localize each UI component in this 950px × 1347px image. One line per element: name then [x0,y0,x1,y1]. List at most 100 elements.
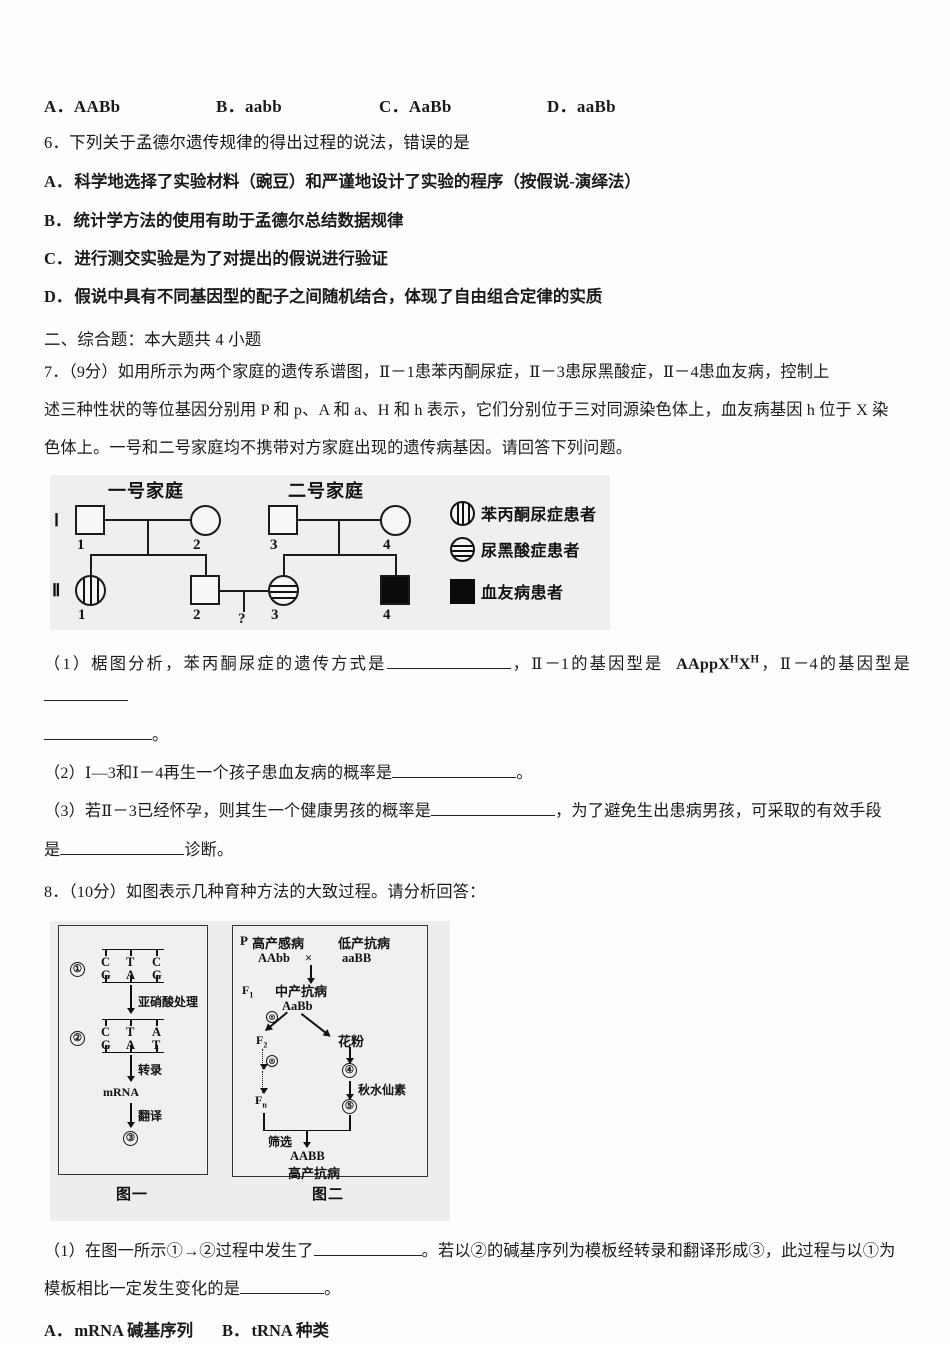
q5-option-a: A．AABb [44,92,216,117]
fig2-self-symbol-2: ⊗ [266,1054,278,1067]
q7-sub3-cont: 是诊断。 [44,834,910,866]
fig1-node-3: ③ [123,1130,138,1146]
q7-sub2: （2）Ⅰ—3和Ⅰ－4再生一个孩子患血友病的概率是。 [44,757,910,789]
fig1-dna1-top-base-2: T [126,954,135,969]
q7-sub3: （3）若Ⅱ－3已经怀孕，则其生一个健康男孩的概率是，为了避免生出患病男孩，可采取… [44,795,910,827]
fig2-parent1-genotype: AAbb [258,950,290,965]
fig1-dna1-tick4 [105,974,107,983]
q8-sub1-blank-2[interactable] [240,1277,325,1295]
fig2-dotted-arrow-2 [259,1070,268,1094]
fig1-dna1-tick2 [130,948,132,956]
figure-2-box [232,924,428,1177]
fig2-node-5: ⑤ [342,1098,357,1114]
sibship-line-family1 [90,553,206,556]
fig2-result-trait: 高产抗病 [288,1165,341,1181]
legend-item-hemophilia: 血友病患者 [450,578,564,604]
pedigree-id-I-4: 4 [383,536,391,553]
q5-option-c-label: C． [379,97,409,116]
pku-symbol-icon [450,500,475,526]
q5-option-a-label: A． [44,97,74,116]
fig2-merge-bar [263,1129,351,1132]
fig1-dna2-bottom-rail [102,1051,164,1054]
q6-choice-d-label: D． [44,287,73,307]
q8-sub1-text-b: 。若以②的碱基序列为模板经转录和翻译形成③，此过程与以①为 [421,1241,896,1260]
fig2-arrow-cross-to-f1 [307,964,314,984]
q5-option-d-text: aaBb [576,97,616,116]
q5-option-b: B．aabb [216,92,379,117]
q8-stem: 8．（10分）如图表示几种育种方法的大致过程。请分析回答： [44,883,486,902]
q8-choice-a-label: A． [44,1321,73,1341]
pedigree-id-II-2: 2 [193,606,201,623]
fig2-merge-left-drop [263,1112,265,1131]
q6-choice-a: A．科学地选择了实验材料（豌豆）和严谨地设计了实验的程序（按假说-演绎法） [44,166,910,197]
pedigree-id-I-2: 2 [193,536,201,553]
fig1-nitrous-label: 亚硝酸处理 [138,994,199,1009]
q7-stem-line2: 述三种性状的等位基因分别用 P 和 p、A 和 a、H 和 h 表示，它们分别位… [44,400,889,419]
pedigree-individual-I-4 [380,504,411,536]
sib-drop-II-2 [205,553,207,576]
q7-sub1-genotype: AAppXHXH [676,653,759,673]
fig2-f2-letter: F [256,1032,264,1047]
legend-label-alkaptonuria: 尿黑酸症患者 [481,543,581,561]
pedigree-individual-I-2 [190,504,221,536]
pedigree-individual-I-1 [75,504,105,535]
figure-2-caption: 图二 [312,1186,345,1203]
fig1-dna1-tick1 [105,948,107,956]
q7-sub1-blank-2b[interactable] [44,722,152,740]
pedigree-individual-II-2 [190,574,220,605]
hemophilia-symbol-icon [450,578,475,604]
q7-sub1-blank-1[interactable] [386,652,511,669]
q7-stem-line3: 色体上。一号和二号家庭均不携带对方家庭出现的遗传病基因。请回答下列问题。 [44,439,633,458]
fig2-fn-label: Fn [255,1093,267,1109]
fig2-parent2-genotype: aaBB [342,950,372,965]
fig1-dna2-tick6 [156,1044,158,1053]
fig2-f2-subscript: 2 [263,1040,268,1049]
q7-sub3-blank-1[interactable] [431,799,556,817]
q7-genotype-sup1: H [729,653,739,666]
fig2-fn-subscript: n [262,1100,267,1109]
family1-title: 一号家庭 [108,480,184,501]
pedigree-individual-II-3 [268,574,299,606]
fig2-arrow-4-to-5 [346,1080,353,1100]
breeding-figures: ① C T C G A G 亚硝酸处理 ② C T [50,920,450,1221]
fig1-dna1-tick5 [130,974,132,983]
q6-choice-c-text: 进行测交实验是为了对提出的假说进行验证 [74,248,388,268]
fig2-self-symbol-1: ⊗ [266,1010,278,1023]
q8-sub1-cont: 模板相比一定发生变化的是。 [44,1273,910,1305]
q8-sub1-blank-1[interactable] [313,1238,422,1256]
q6-choice-b-label: B． [44,210,72,230]
fig2-dotted-arrow-1 [259,1048,268,1070]
fig2-pollen-label: 花粉 [338,1033,365,1049]
q7-sub3-text-d: 诊断。 [184,840,234,859]
legend-label-pku: 苯丙酮尿症患者 [481,507,597,525]
fig1-dna1-top-base-3: C [152,954,162,969]
q8-choice-b-text: tRNA 种类 [251,1321,329,1341]
fig2-f1-genotype: AaBb [282,998,313,1013]
fig2-f1-letter: F [242,982,250,997]
fig1-arrow-transcription [127,1054,134,1082]
fig1-dna2-tick4 [105,1044,107,1053]
family2-title: 二号家庭 [288,480,364,501]
q7-sub2-blank[interactable] [392,761,517,778]
q5-option-d-label: D． [547,97,577,116]
q7-sub3-blank-2[interactable] [60,838,185,855]
page-content: A．AABb B．aabb C．AaBb D．aaBb 6．下列关于孟德尔遗传规… [44,92,910,1347]
fig1-dna2-top-base-1: C [101,1024,111,1039]
section-2-heading: 二、综合题：本大题共 4 小题 [44,329,262,349]
fig1-dna2-top-base-2: T [126,1024,135,1039]
fig2-fn-letter: F [255,1092,263,1107]
fig1-transcription-label: 转录 [138,1062,163,1077]
alkaptonuria-symbol-icon [450,536,475,562]
q8-choices-row: A．mRNA 碱基序列 B．tRNA 种类 [44,1315,910,1346]
descent-line-family2 [338,518,340,555]
fig1-dna2-tick5 [130,1044,132,1053]
q7-sub1-blank-2a[interactable] [44,684,128,702]
sibship-line-family2 [283,553,396,556]
q7-genotype-mid: X [738,654,751,673]
fig1-mrna-label: mRNA [103,1084,139,1099]
q7-sub2-text-a: （2）Ⅰ—3和Ⅰ－4再生一个孩子患血友病的概率是 [44,763,393,782]
fig2-colchicine-label: 秋水仙素 [358,1082,407,1097]
q7-sub1-text-a: （1）椐图分析，苯丙酮尿症的遗传方式是 [44,654,387,673]
sib-drop-II-4 [395,553,397,576]
